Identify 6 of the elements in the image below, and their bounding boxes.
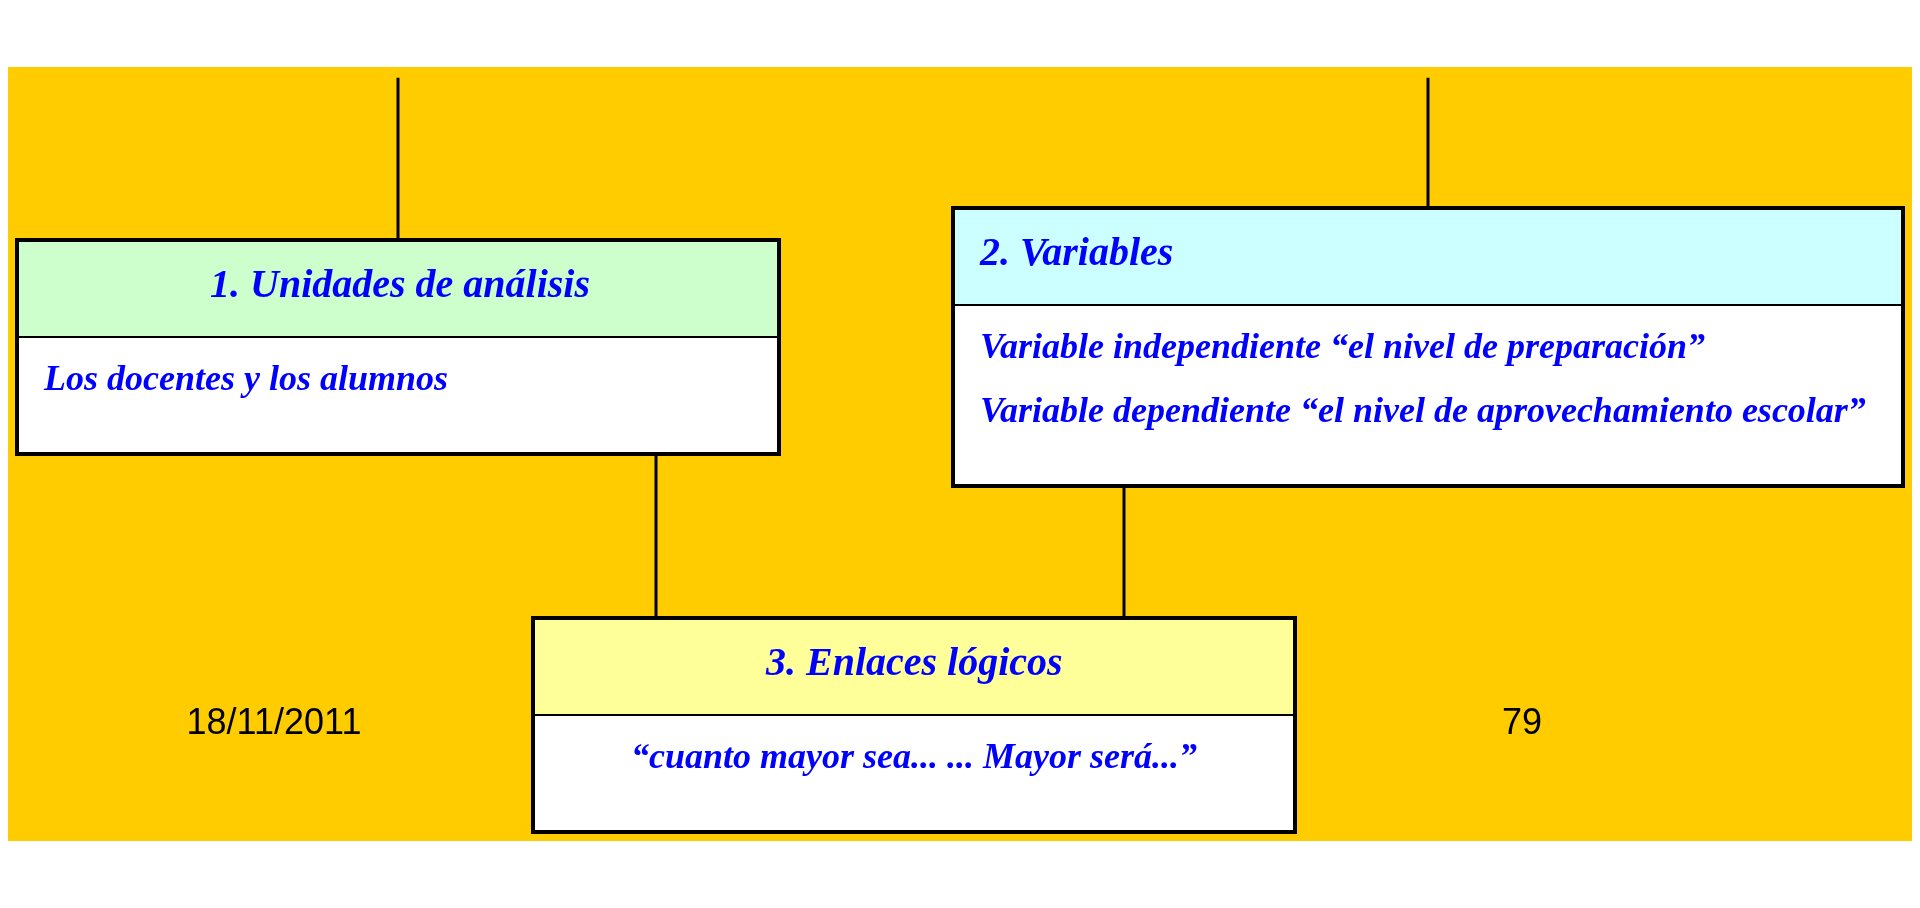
- connector: [1122, 487, 1126, 617]
- connector: [654, 455, 658, 617]
- label: 79: [1501, 700, 1543, 742]
- connector: [396, 77, 400, 239]
- label: 18/11/2011: [186, 700, 362, 742]
- connector: [1426, 77, 1430, 207]
